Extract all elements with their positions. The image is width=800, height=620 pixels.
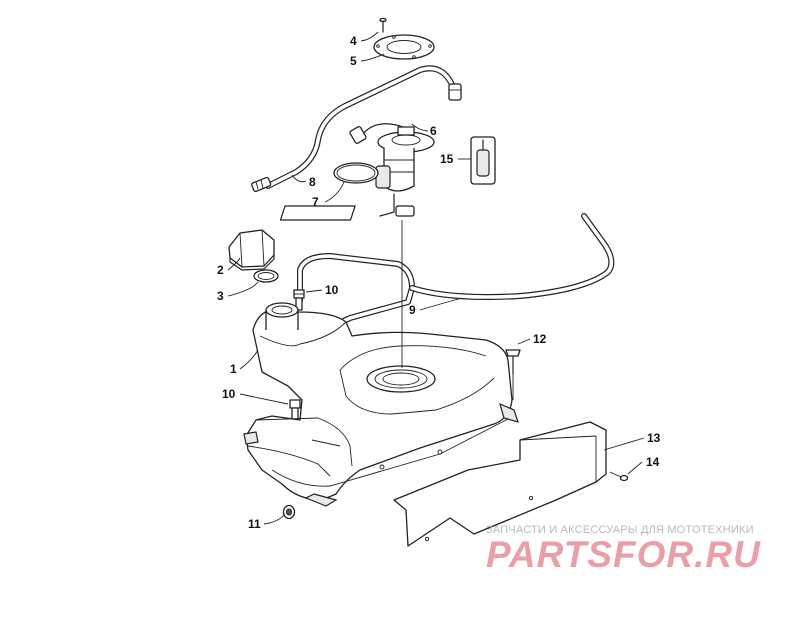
part-10-clamp-lower bbox=[289, 399, 301, 421]
callout-4: 4 bbox=[350, 34, 357, 48]
callout-10-lower: 10 bbox=[222, 387, 236, 401]
watermark-brand-logo: PARTSFOR.RU bbox=[486, 534, 761, 575]
callout-3: 3 bbox=[217, 289, 224, 303]
part-15-sensor bbox=[470, 136, 496, 185]
callout-labels: 4 5 6 7 8 15 2 3 10 9 1 12 10 13 14 11 bbox=[217, 34, 661, 531]
part-11-grommet bbox=[282, 504, 296, 520]
callout-10-upper: 10 bbox=[325, 283, 339, 297]
callout-6: 6 bbox=[430, 124, 437, 138]
part-1-fuel-tank bbox=[243, 302, 519, 507]
callout-5: 5 bbox=[350, 54, 357, 68]
part-3-cap-gasket bbox=[253, 269, 279, 283]
part-12-push-rivet bbox=[505, 349, 521, 400]
part-9-vent-hose bbox=[297, 213, 615, 335]
callout-12: 12 bbox=[533, 332, 547, 346]
callout-8: 8 bbox=[309, 175, 316, 189]
part-6-fuel-pump bbox=[279, 123, 435, 221]
part-10-clamp-upper bbox=[293, 289, 305, 311]
part-7-o-ring bbox=[333, 162, 379, 184]
callout-1: 1 bbox=[230, 362, 237, 376]
callout-13: 13 bbox=[647, 431, 661, 445]
part-2-filler-cap bbox=[228, 229, 275, 271]
callout-14: 14 bbox=[646, 455, 660, 469]
leader-lines bbox=[227, 31, 645, 525]
callout-7: 7 bbox=[312, 195, 319, 209]
part-8-fuel-line bbox=[251, 65, 462, 193]
callout-9: 9 bbox=[409, 303, 416, 317]
callout-11: 11 bbox=[248, 517, 261, 531]
part-13-heat-shield bbox=[393, 421, 607, 547]
part-4-screw bbox=[379, 17, 387, 33]
watermark-tagline: ЗАПЧАСТИ И АКСЕССУАРЫ ДЛЯ МОТОТЕХНИКИ bbox=[486, 524, 754, 536]
part-14-screw bbox=[609, 471, 629, 482]
part-5-gasket-plate bbox=[373, 34, 435, 60]
watermark: ЗАПЧАСТИ И АКСЕССУАРЫ ДЛЯ МОТОТЕХНИКИ PA… bbox=[486, 524, 786, 576]
callout-2: 2 bbox=[217, 263, 224, 277]
callout-15: 15 bbox=[440, 152, 454, 166]
